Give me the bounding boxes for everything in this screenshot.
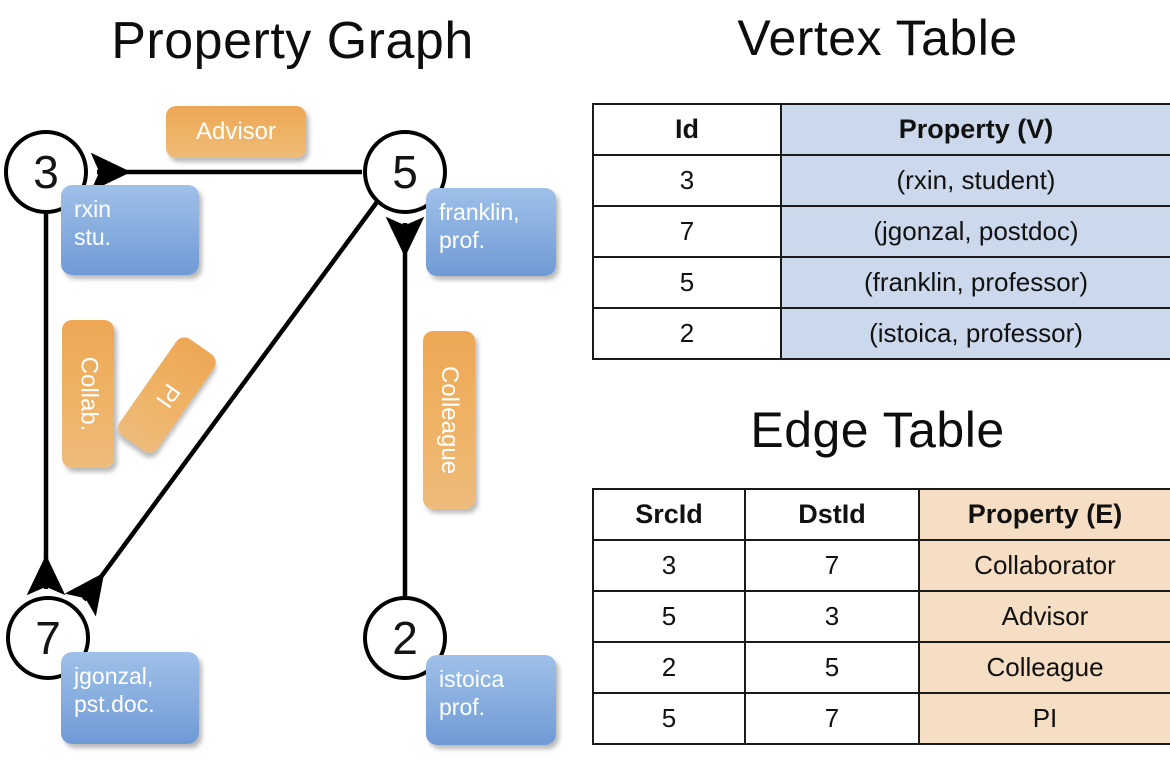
edge-cell-srcid: 3 [592,539,746,592]
table-row[interactable]: 5 7 PI [592,692,1170,745]
table-row[interactable]: 2 (istoica, professor) [592,307,1170,360]
vertex-callout-jgonzal-line1: jgonzal, [74,663,154,689]
edge-cell-srcid: 5 [592,692,746,745]
edge-table-header-srcid: SrcId [592,488,746,541]
vertex-callout-istoica: istoica prof. [426,655,556,745]
page-title-property-graph: Property Graph [111,12,474,70]
edge-arrow-pi [64,200,379,617]
table-row[interactable]: 7 (jgonzal, postdoc) [592,205,1170,258]
graph-edge-arrows [26,152,425,617]
edge-cell-dstid: 7 [744,692,920,745]
vertex-cell-property: (rxin, student) [780,154,1170,207]
vertex-cell-property: (jgonzal, postdoc) [780,205,1170,258]
edge-table-header-dstid: DstId [744,488,920,541]
edge-table-header-row: SrcId DstId Property (E) [592,488,1170,541]
edge-table-header-property: Property (E) [918,488,1170,541]
edge-cell-srcid: 2 [592,641,746,694]
edge-callout-collab: Collab. [62,320,114,468]
vertex-callout-rxin-line1: rxin [74,196,112,222]
edge-callout-collab-label: Collab. [75,356,102,432]
graph-node-5[interactable]: 5 [363,130,447,214]
page-title-edge-table: Edge Table [750,402,1005,458]
edge-cell-property: PI [918,692,1170,745]
vertex-table-header-property: Property (V) [780,103,1170,156]
table-row[interactable]: 3 7 Collaborator [592,539,1170,592]
vertex-cell-property: (istoica, professor) [780,307,1170,360]
property-graph-diagram: 3 5 7 2 rxin stu. franklin, prof. jgonza… [4,106,556,745]
edge-callout-advisor-label: Advisor [195,118,277,145]
vertex-callout-franklin: franklin, prof. [426,188,556,276]
edge-callout-pi-label: PI [149,378,185,413]
edge-cell-property: Collaborator [918,539,1170,592]
vertex-callout-franklin-line1: franklin, [439,199,520,225]
edge-table: SrcId DstId Property (E) 3 7 Collaborato… [592,488,1170,745]
table-row[interactable]: 2 5 Colleague [592,641,1170,694]
vertex-cell-id: 7 [592,205,782,258]
vertex-cell-id: 2 [592,307,782,360]
graph-node-2[interactable]: 2 [363,596,447,680]
vertex-callout-rxin: rxin stu. [61,185,199,275]
vertex-cell-id: 5 [592,256,782,309]
edge-cell-property: Colleague [918,641,1170,694]
edge-callout-advisor: Advisor [166,106,306,158]
vertex-cell-id: 3 [592,154,782,207]
vertex-callout-istoica-line1: istoica [439,666,505,692]
edge-cell-srcid: 5 [592,590,746,643]
vertex-table-header-row: Id Property (V) [592,103,1170,156]
page-title-vertex-table: Vertex Table [737,10,1018,66]
edge-cell-dstid: 3 [744,590,920,643]
vertex-callout-jgonzal-line2: pst.doc. [74,691,155,717]
vertex-table-header-id: Id [592,103,782,156]
vertex-callout-rxin-line2: stu. [74,224,112,250]
edge-cell-property: Advisor [918,590,1170,643]
table-row[interactable]: 5 (franklin, professor) [592,256,1170,309]
edge-cell-dstid: 5 [744,641,920,694]
table-row[interactable]: 3 (rxin, student) [592,154,1170,207]
edge-callout-colleague: Colleague [423,331,475,509]
vertex-callout-jgonzal: jgonzal, pst.doc. [61,652,199,744]
vertex-callout-istoica-line2: prof. [439,694,486,720]
edge-callout-colleague-label: Colleague [436,365,463,475]
edge-cell-dstid: 7 [744,539,920,592]
vertex-cell-property: (franklin, professor) [780,256,1170,309]
vertex-callout-franklin-line2: prof. [439,227,486,253]
table-row[interactable]: 5 3 Advisor [592,590,1170,643]
vertex-table: Id Property (V) 3 (rxin, student) 7 (jgo… [592,103,1170,360]
